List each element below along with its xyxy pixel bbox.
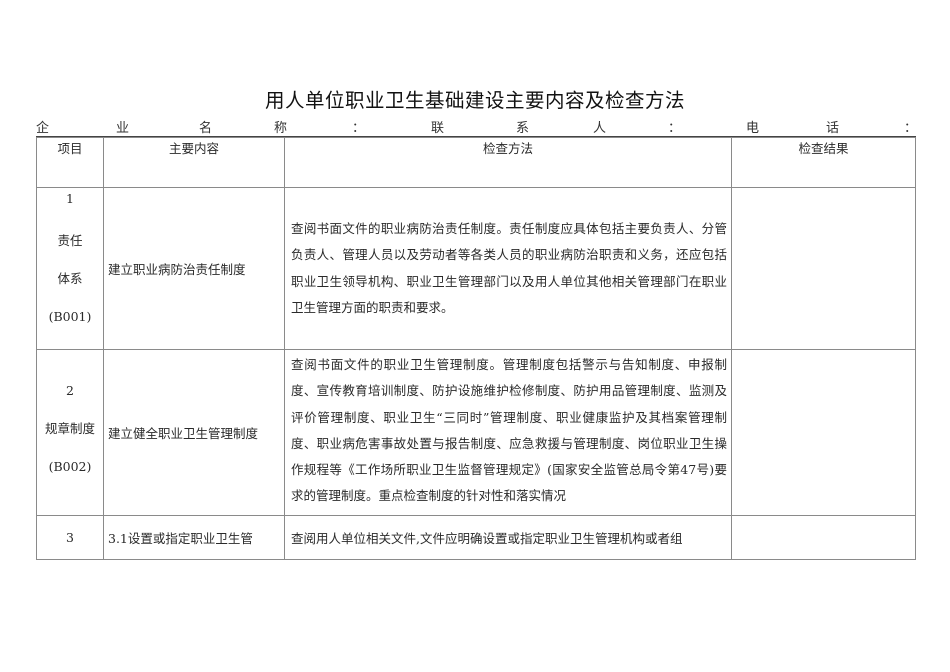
info-colon: ： <box>904 121 918 136</box>
method-text: 查阅书面文件的职业病防治责任制度。责任制度应具体包括主要负责人、分管负责人、管理… <box>291 220 727 315</box>
table-header-row: 项目 主要内容 检查方法 检查结果 <box>36 137 916 188</box>
row-result-cell[interactable] <box>731 515 916 560</box>
row-result-cell[interactable] <box>731 187 916 350</box>
item-number: 3 <box>66 530 74 545</box>
item-number: 2 <box>66 382 74 398</box>
row-content-cell: 建立职业病防治责任制度 <box>103 187 285 350</box>
enterprise-info-line: 企 业 名 称 ： 联 系 人 ： 电 话 ： <box>36 121 918 137</box>
row-content-cell: 建立健全职业卫生管理制度 <box>103 349 285 516</box>
item-label: 规章制度 <box>44 420 95 436</box>
info-char: 电 <box>746 121 760 136</box>
document-title: 用人单位职业卫生基础建设主要内容及检查方法 <box>264 89 685 112</box>
header-content: 主要内容 <box>103 137 285 188</box>
item-code: (B001) <box>48 309 92 324</box>
row-content-cell: 3.1设置或指定职业卫生管 <box>103 515 285 560</box>
method-text: 查阅书面文件的职业卫生管理制度。管理制度包括警示与告知制度、申报制度、宣传教育培… <box>291 357 727 504</box>
content-text: 建立健全职业卫生管理制度 <box>108 426 259 441</box>
item-number: 1 <box>66 191 74 206</box>
info-char: 称 <box>274 121 288 136</box>
info-char: 系 <box>516 121 530 136</box>
info-char: 名 <box>199 121 213 136</box>
item-label: 责任 <box>57 233 83 248</box>
info-char: 企 <box>36 121 50 136</box>
info-char: 人 <box>593 121 607 136</box>
header-result: 检查结果 <box>731 137 916 188</box>
info-char: 话 <box>826 121 840 136</box>
info-colon: ： <box>352 121 366 136</box>
row-item-cell: 3 <box>36 515 104 560</box>
header-method: 检查方法 <box>284 137 732 188</box>
content-text: 建立职业病防治责任制度 <box>108 262 246 277</box>
table-row: 3 3.1设置或指定职业卫生管 查阅用人单位相关文件,文件应明确设置或指定职业卫… <box>36 515 916 560</box>
row-item-cell: 1 责任 体系 (B001) <box>36 187 104 350</box>
content-text: 3.1设置或指定职业卫生管 <box>108 531 253 546</box>
method-text: 查阅用人单位相关文件,文件应明确设置或指定职业卫生管理机构或者组 <box>291 531 683 546</box>
row-method-cell: 查阅书面文件的职业病防治责任制度。责任制度应具体包括主要负责人、分管负责人、管理… <box>284 187 732 350</box>
info-char: 业 <box>116 121 130 136</box>
inspection-table: 项目 主要内容 检查方法 检查结果 1 责任 体系 (B001) 建立职业病防治… <box>36 137 916 560</box>
info-char: 联 <box>431 121 445 136</box>
row-result-cell[interactable] <box>731 349 916 516</box>
header-item: 项目 <box>36 137 104 188</box>
table-row: 1 责任 体系 (B001) 建立职业病防治责任制度 查阅书面文件的职业病防治责… <box>36 187 916 350</box>
item-label: 体系 <box>57 271 83 286</box>
table-row: 2 规章制度 (B002) 建立健全职业卫生管理制度 查阅书面文件的职业卫生管理… <box>36 349 916 516</box>
info-colon: ： <box>668 121 682 136</box>
row-method-cell: 查阅用人单位相关文件,文件应明确设置或指定职业卫生管理机构或者组 <box>284 515 732 560</box>
row-method-cell: 查阅书面文件的职业卫生管理制度。管理制度包括警示与告知制度、申报制度、宣传教育培… <box>284 349 732 516</box>
row-item-cell: 2 规章制度 (B002) <box>36 349 104 516</box>
item-code: (B002) <box>48 458 92 474</box>
info-underline <box>36 136 916 137</box>
